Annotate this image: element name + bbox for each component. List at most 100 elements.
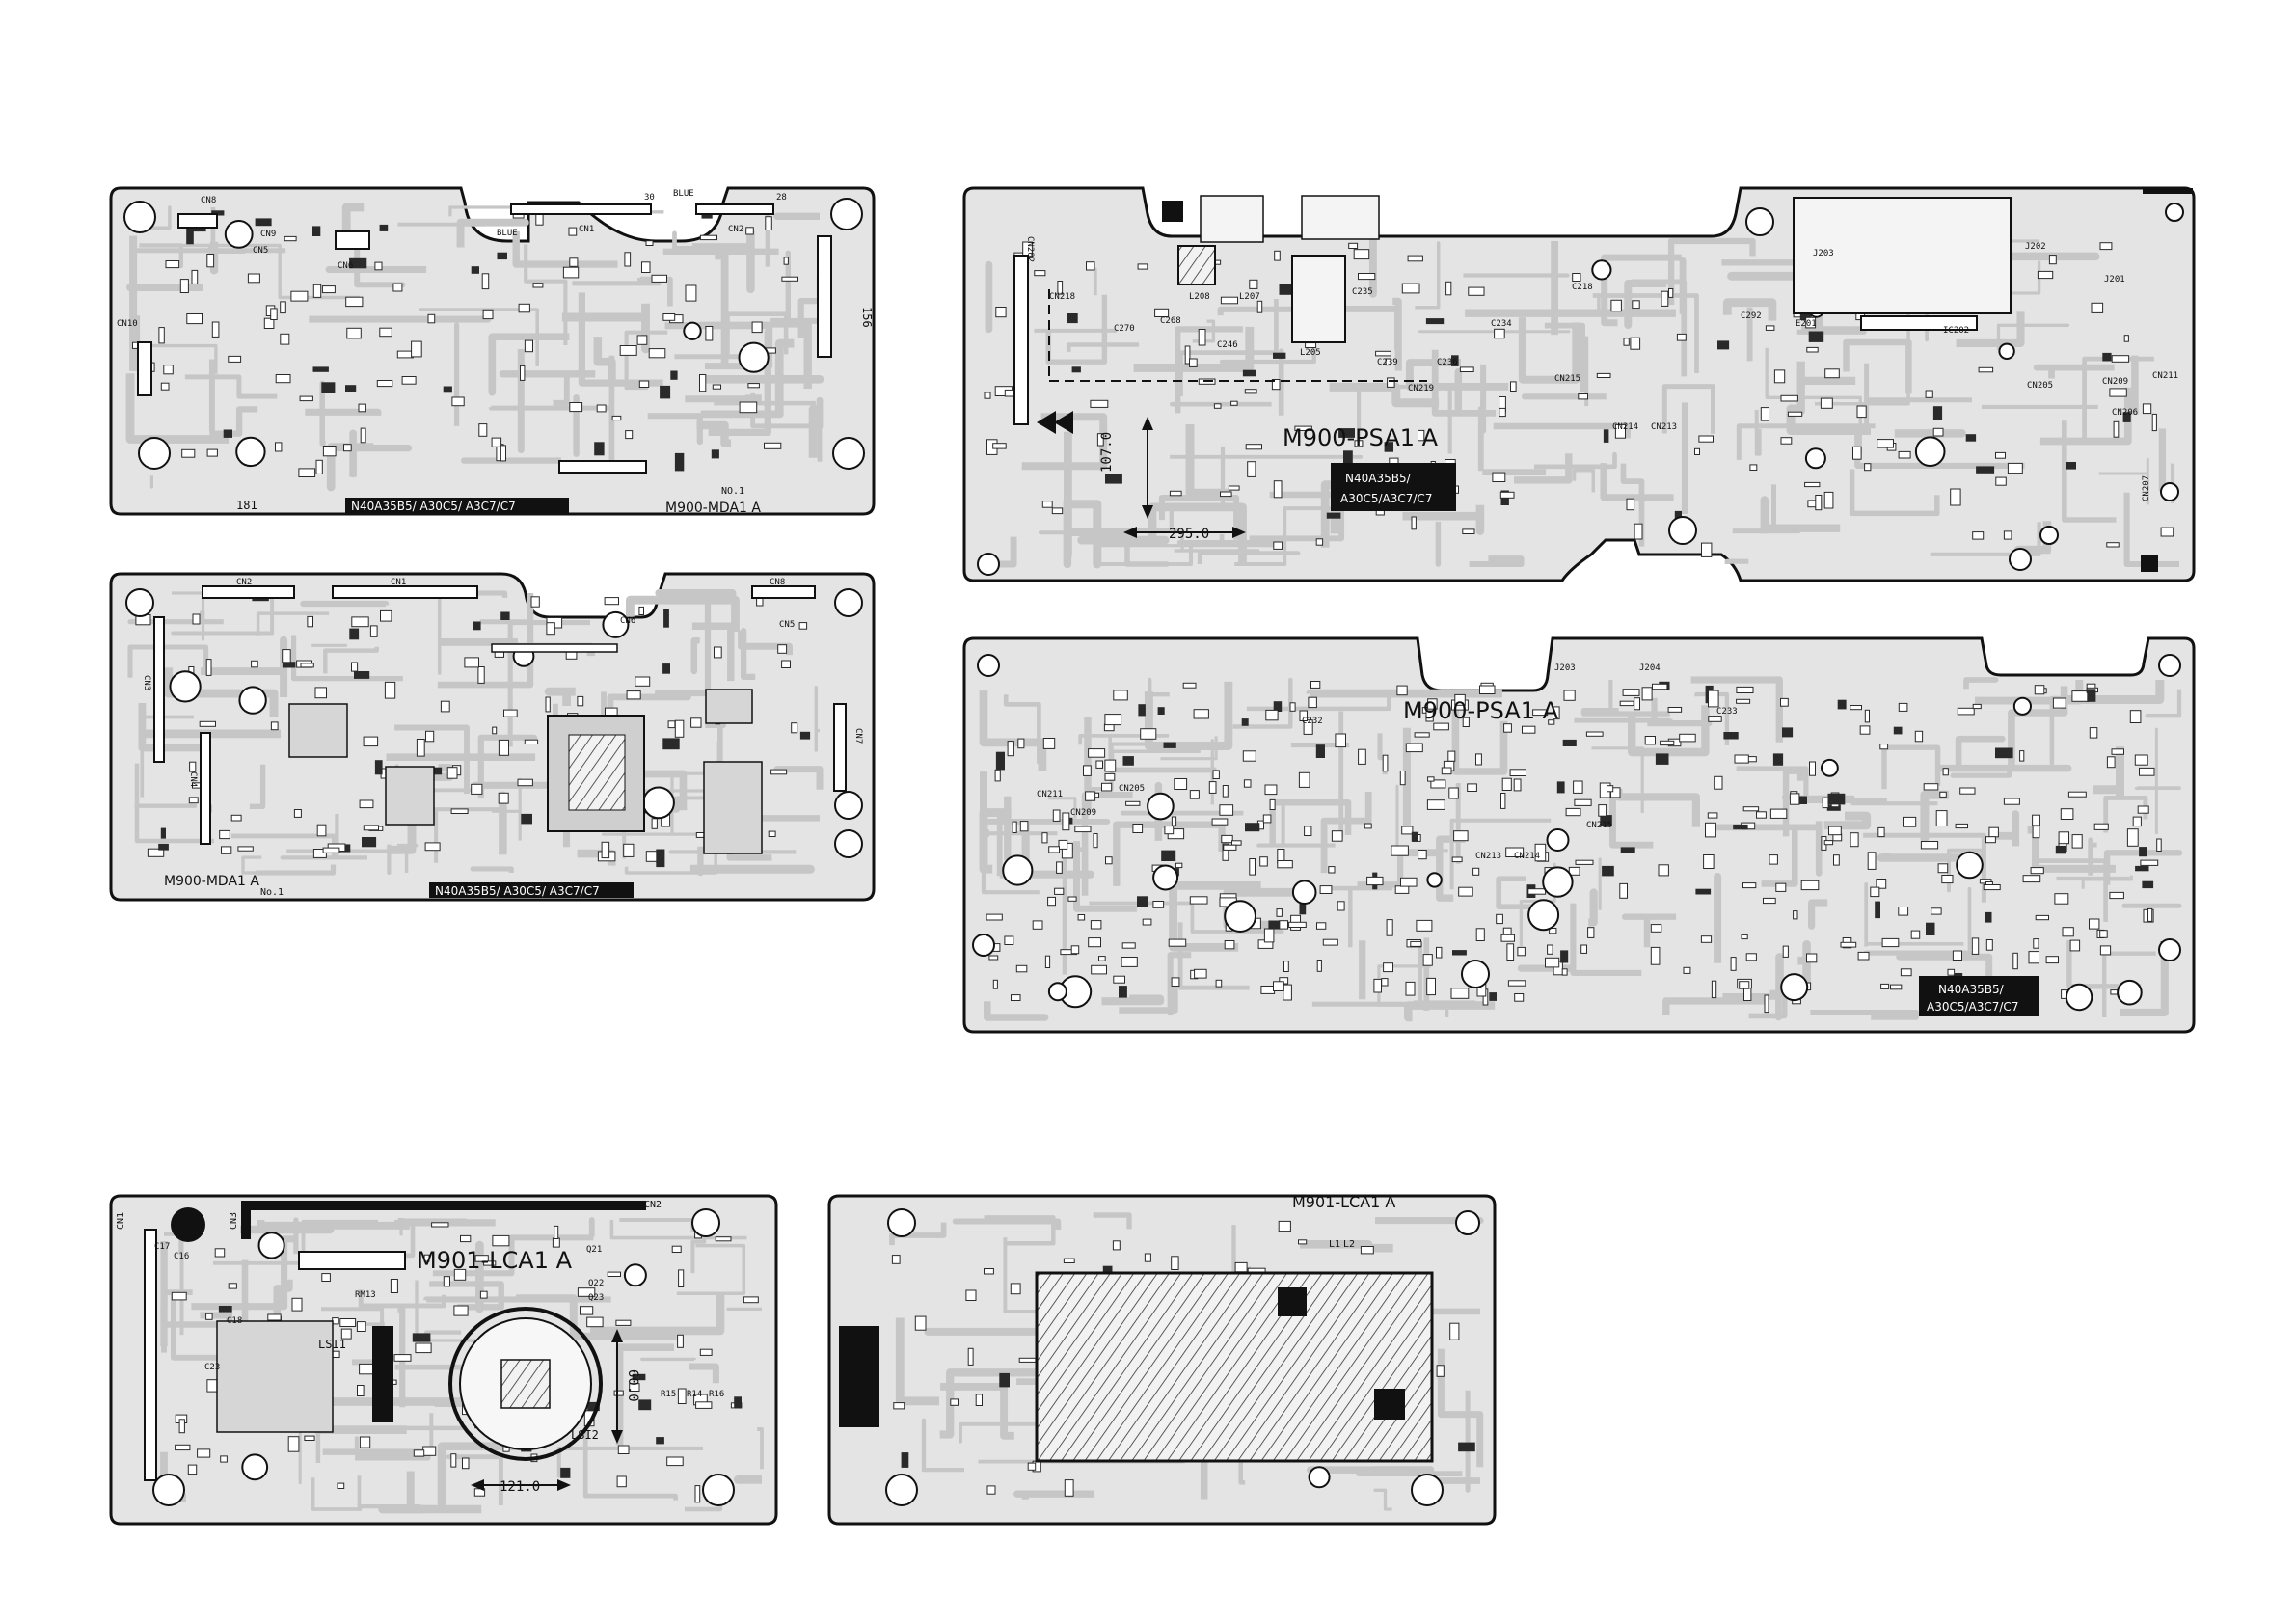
smd-pad (914, 1315, 927, 1331)
smd-pad (1926, 922, 1935, 936)
smd-pad (1458, 886, 1473, 897)
smd-pad (2069, 939, 2081, 952)
smd-pad (376, 380, 393, 388)
copper-trace (1864, 881, 1964, 947)
smd-pad (1578, 393, 1589, 400)
smd-pad (1661, 290, 1669, 307)
smd-pad (1496, 913, 1503, 925)
connector-cn1 (510, 203, 652, 215)
ref-label: LSI2 (571, 1428, 599, 1442)
smd-pad (1749, 464, 1758, 471)
smd-pad (1189, 790, 1200, 799)
smd-pad (446, 767, 458, 779)
copper-trace (1572, 468, 1596, 493)
smd-pad (267, 1313, 282, 1321)
smd-pad (992, 979, 998, 989)
smd-pad (1506, 943, 1515, 961)
ref-label: CN214 (1514, 852, 1540, 861)
copper-trace (1754, 410, 1762, 456)
mounting-hole (977, 654, 1000, 677)
smd-pad (1632, 300, 1640, 310)
ref-label: CN215 (1586, 821, 1612, 830)
ref-label: C232 (1302, 717, 1323, 726)
smd-pad (624, 252, 632, 267)
board-mark: BLUE (673, 189, 694, 199)
smd-pad (1048, 846, 1060, 853)
copper-trace (1797, 940, 1811, 985)
copper-trace (2033, 364, 2115, 379)
smd-pad (158, 327, 165, 344)
smd-pad (1950, 488, 1961, 506)
board-mda1-bottom: M900-MDA1 A No.1 N40A35B5/ A30C5/ A3C7/C… (109, 572, 876, 902)
smd-pad (1032, 920, 1043, 930)
smd-pad (1259, 856, 1268, 867)
smd-pad (1077, 914, 1086, 921)
copper-trace (396, 843, 419, 873)
smd-pad (1840, 941, 1857, 948)
mounting-hole (2160, 482, 2179, 501)
copper-trace (1176, 533, 1281, 545)
smd-pad (1620, 847, 1635, 854)
smd-pad (1104, 759, 1117, 772)
capacitor (738, 341, 770, 373)
smd-pad (638, 606, 645, 616)
smd-pad (492, 1234, 510, 1247)
smd-pad (1626, 498, 1635, 511)
copper-trace (2088, 837, 2097, 876)
smd-pad (1119, 986, 1127, 998)
smd-pad (1451, 856, 1463, 863)
smd-pad (1189, 358, 1198, 367)
smd-pad (1765, 325, 1775, 331)
smd-pad (1271, 379, 1281, 391)
capacitor (1780, 973, 1809, 1002)
component-layer (130, 207, 799, 477)
smd-pad (1959, 787, 1976, 795)
copper-trace (895, 1317, 939, 1406)
copper-trace (423, 1296, 611, 1303)
smd-pad (1736, 698, 1751, 704)
copper-trace (1810, 1009, 1919, 1020)
smd-pad (1509, 769, 1526, 776)
ref-label: CN1 (579, 225, 594, 234)
copper-trace (1185, 424, 1232, 498)
smd-pad (396, 350, 414, 359)
model-code-box (429, 882, 634, 898)
smd-pad (992, 443, 1007, 449)
smd-pad (666, 1456, 684, 1467)
smd-pad (2003, 798, 2020, 805)
copper-trace (1796, 361, 1856, 416)
smd-pad (893, 1402, 905, 1410)
smd-pad (1596, 372, 1611, 378)
copper-trace (1101, 994, 1165, 1006)
smd-pad (901, 1452, 909, 1468)
smd-pad (554, 1225, 559, 1240)
smd-pad (312, 849, 327, 858)
copper-trace (358, 1289, 446, 1309)
smd-pad (1256, 300, 1263, 313)
smd-pad (1260, 986, 1276, 994)
copper-trace (1544, 322, 1585, 392)
ref-label: C218 (1572, 283, 1593, 292)
smd-pad (1985, 911, 1992, 923)
smd-pad (1864, 709, 1871, 723)
copper-trace (1950, 768, 2012, 778)
smd-pad (165, 260, 180, 269)
ref-label: R16 (709, 1390, 724, 1399)
smd-pad (1364, 823, 1372, 829)
smd-pad (374, 261, 383, 271)
smd-pad (524, 739, 539, 745)
smd-pad (237, 846, 254, 852)
smd-pad (1793, 910, 1798, 920)
smd-pad (1264, 784, 1278, 796)
smd-pad (1220, 296, 1239, 305)
smd-pad (1213, 403, 1222, 409)
smd-pad (424, 842, 441, 852)
smd-pad (186, 313, 203, 325)
copper-trace (1415, 241, 1441, 310)
copper-trace (1714, 821, 1823, 877)
smd-pad (363, 736, 379, 747)
board-title: M901-LCA1 A (1292, 1193, 1395, 1211)
smd-pad (497, 252, 507, 260)
smd-pad (1433, 722, 1449, 731)
mounting-hole (834, 829, 863, 858)
